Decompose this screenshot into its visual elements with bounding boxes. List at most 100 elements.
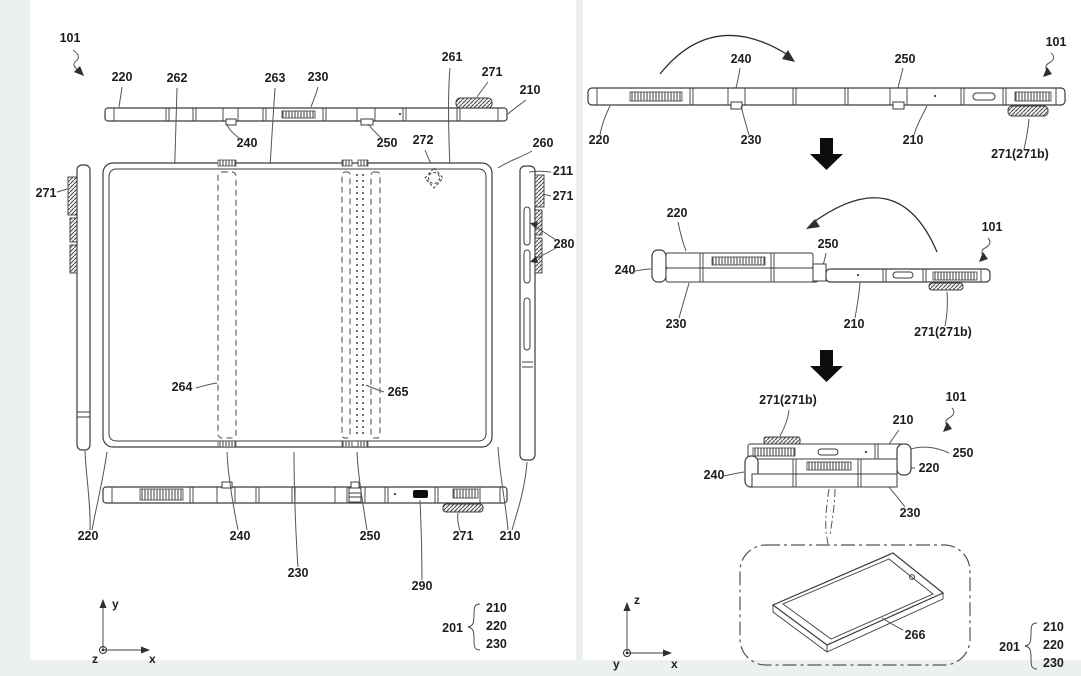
speaker-grille-top bbox=[752, 447, 796, 457]
coordinate-axes: y x z bbox=[92, 597, 156, 666]
ref-label-210: 210 bbox=[520, 83, 541, 97]
ref-label-271: 271 bbox=[553, 189, 574, 203]
ref-label-260: 260 bbox=[533, 136, 554, 150]
hinge-250-block bbox=[348, 481, 362, 503]
ref-label-101: 101 bbox=[946, 390, 967, 404]
ref-label-220: 220 bbox=[589, 133, 610, 147]
axis-x-label: x bbox=[149, 652, 156, 666]
port-slot bbox=[817, 448, 839, 456]
inset-folded-device: 266 bbox=[739, 544, 971, 666]
ref-label-250: 250 bbox=[360, 529, 381, 543]
edge-seam-lines bbox=[77, 411, 90, 418]
ref-label-210: 210 bbox=[893, 413, 914, 427]
camera-bump bbox=[455, 97, 493, 109]
ref-label-230: 230 bbox=[666, 317, 687, 331]
hinge-240-tab bbox=[225, 118, 237, 126]
hinge-250-cap bbox=[896, 443, 912, 476]
ref-label-271b: 271(271b) bbox=[914, 325, 972, 339]
mic-hole bbox=[398, 112, 402, 116]
front-camera-dot bbox=[909, 574, 915, 580]
ref-label-290: 290 bbox=[412, 579, 433, 593]
ref-label-240: 240 bbox=[704, 468, 725, 482]
ref-label-210: 210 bbox=[500, 529, 521, 543]
speaker-grille bbox=[711, 256, 766, 266]
ref-label-210: 210 bbox=[1043, 620, 1064, 634]
ref-label-220: 220 bbox=[667, 206, 688, 220]
right-panel-background bbox=[583, 0, 1081, 660]
ref-label-220: 220 bbox=[486, 619, 507, 633]
ref-label-230: 230 bbox=[900, 506, 921, 520]
coordinate-axes: z x y bbox=[613, 593, 678, 671]
left-figure-unfolded-views: 101 220 262 263 230 261 bbox=[30, 0, 576, 666]
hinge-250-tab bbox=[360, 118, 374, 126]
ref-label-101: 101 bbox=[60, 31, 81, 45]
ref-label-220: 220 bbox=[919, 461, 940, 475]
ref-label-210: 210 bbox=[486, 601, 507, 615]
port-slot bbox=[972, 92, 996, 101]
hinge-240-tab bbox=[730, 101, 743, 110]
speaker-grille bbox=[281, 110, 316, 119]
hinge-edge-tabs bbox=[217, 159, 369, 448]
phone-screen bbox=[782, 558, 934, 640]
ref-label-271: 271 bbox=[482, 65, 503, 79]
axis-y-label: y bbox=[613, 657, 620, 671]
ref-label-211: 211 bbox=[553, 164, 573, 178]
leader-to-220 bbox=[84, 450, 91, 531]
ref-label-240: 240 bbox=[615, 263, 636, 277]
top-edge-view: 220 262 263 230 261 271 210 240 250 272 bbox=[104, 50, 541, 191]
hinge-240-tab bbox=[221, 481, 233, 489]
figure-ref-101: 101 bbox=[60, 31, 84, 76]
ref-label-271b: 271(271b) bbox=[991, 147, 1049, 161]
ref-label-230: 230 bbox=[1043, 656, 1064, 670]
hinge-250-block bbox=[812, 263, 827, 282]
hinge-250-tab bbox=[892, 101, 905, 110]
segment-dividers bbox=[113, 108, 499, 121]
leader-to-210 bbox=[511, 461, 528, 531]
ref-label-271: 271 bbox=[453, 529, 474, 543]
front-view-display: 264 265 260 bbox=[102, 136, 554, 448]
ref-label-262: 262 bbox=[167, 71, 188, 85]
side-buttons bbox=[522, 206, 533, 368]
right-edge-view: 211 271 280 bbox=[511, 164, 575, 531]
tri-folded-stack bbox=[744, 436, 912, 488]
ref-label-210: 210 bbox=[903, 133, 924, 147]
stage1-unfolded: 240 250 101 220 230 210 bbox=[587, 34, 1066, 161]
ref-label-240: 240 bbox=[731, 52, 752, 66]
ref-label-271: 271 bbox=[36, 186, 57, 200]
ref-label-220: 220 bbox=[112, 70, 133, 84]
speaker-grille-right bbox=[1014, 91, 1052, 102]
extended-layer-210 bbox=[825, 268, 991, 291]
ref-label-230: 230 bbox=[741, 133, 762, 147]
fold-region-265 bbox=[341, 171, 381, 439]
ref-label-280: 280 bbox=[554, 237, 575, 251]
speaker-grille-middle bbox=[806, 461, 852, 471]
mic-hole bbox=[864, 450, 868, 454]
ref-label-240: 240 bbox=[230, 529, 251, 543]
ref-label-250: 250 bbox=[953, 446, 974, 460]
layer-230 bbox=[665, 267, 819, 283]
ref-label-240: 240 bbox=[237, 136, 258, 150]
mic-hole bbox=[393, 492, 397, 496]
axis-z-label: z bbox=[634, 593, 640, 607]
ref-label-271b: 271(271b) bbox=[759, 393, 817, 407]
folded-stack bbox=[651, 249, 827, 283]
camera-bump-below bbox=[1003, 104, 1053, 117]
axis-x-label: x bbox=[671, 657, 678, 671]
dash-dot-leader-2 bbox=[829, 488, 836, 537]
assembly-group-201: 201 210 220 230 bbox=[999, 620, 1064, 670]
rear-camera-blocks bbox=[67, 176, 78, 274]
bottom-edge-view: 220 240 230 250 290 271 210 bbox=[78, 446, 521, 593]
ref-label-250: 250 bbox=[818, 237, 839, 251]
ref-label-230: 230 bbox=[288, 566, 309, 580]
inset-border bbox=[739, 544, 971, 666]
ref-label-250: 250 bbox=[377, 136, 398, 150]
camera-bump-below bbox=[928, 282, 964, 291]
dash-dot-leader bbox=[825, 488, 830, 545]
squiggle-leader bbox=[72, 49, 81, 72]
ref-label-250: 250 bbox=[895, 52, 916, 66]
sequence-arrow-1 bbox=[810, 138, 843, 170]
device-body bbox=[587, 87, 1066, 106]
fold-direction-arrow bbox=[659, 34, 789, 75]
connector-port-290 bbox=[413, 490, 428, 498]
ref-label-265: 265 bbox=[388, 385, 409, 399]
